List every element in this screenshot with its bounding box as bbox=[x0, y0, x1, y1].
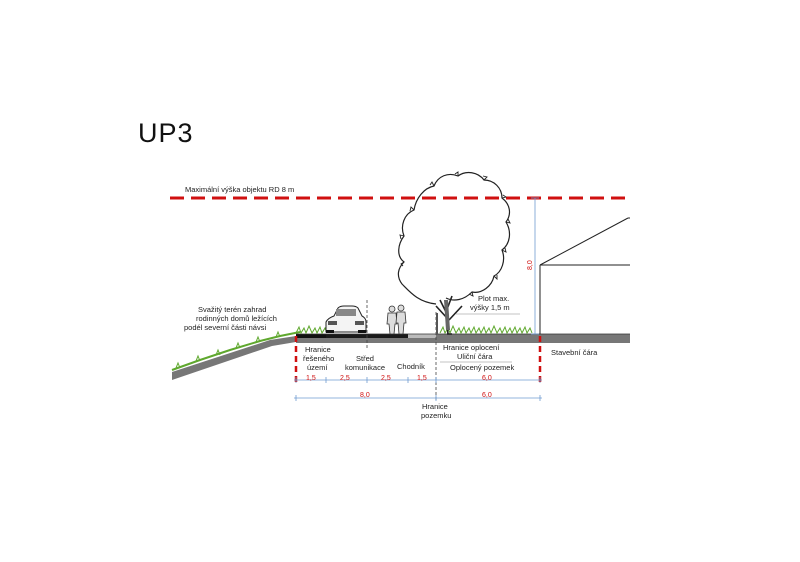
sidewalk-label: Chodník bbox=[397, 362, 425, 371]
svg-text:podél severní části návsi: podél severní části návsi bbox=[184, 323, 266, 332]
road-center-label: Střed komunikace bbox=[345, 354, 385, 372]
dim-6: 8,0 bbox=[360, 392, 370, 399]
tree-icon bbox=[397, 171, 511, 335]
fence-height-label: Plot max. výšky 1,5 m bbox=[456, 294, 520, 315]
terrain-label: Svažitý terén zahrad rodinných domů leží… bbox=[184, 305, 277, 332]
svg-text:Hranice: Hranice bbox=[305, 345, 331, 354]
dim-3: 2,5 bbox=[381, 375, 391, 382]
fenced-plot-label: Oplocený pozemek bbox=[450, 363, 514, 372]
page-title: UP3 bbox=[138, 118, 194, 148]
dim-2: 2,5 bbox=[340, 375, 350, 382]
max-height-label: Maximální výška objektu RD 8 m bbox=[185, 185, 294, 194]
svg-text:území: území bbox=[307, 363, 328, 372]
dim-7: 6,0 bbox=[482, 392, 492, 399]
dimension-row-2 bbox=[294, 395, 542, 401]
height-dimension: 8,0 bbox=[527, 197, 539, 335]
svg-text:komunikace: komunikace bbox=[345, 363, 385, 372]
svg-text:Střed: Střed bbox=[356, 354, 374, 363]
svg-text:pozemku: pozemku bbox=[421, 411, 451, 420]
fence bbox=[436, 313, 438, 334]
car-icon bbox=[325, 305, 367, 333]
dim-5: 6,0 bbox=[482, 375, 492, 382]
svg-text:Hranice oplocení: Hranice oplocení bbox=[443, 343, 500, 352]
fence-boundary-label: Hranice oplocení Uliční čára bbox=[440, 343, 512, 363]
dimension-row-1 bbox=[294, 377, 542, 383]
pedestrians-icon bbox=[386, 304, 407, 335]
sloped-terrain bbox=[171, 330, 301, 380]
svg-text:Hranice: Hranice bbox=[422, 402, 448, 411]
building-line-label: Stavební čára bbox=[551, 348, 598, 357]
dim-4: 1,5 bbox=[417, 375, 427, 382]
svg-text:výšky 1,5 m: výšky 1,5 m bbox=[470, 303, 510, 312]
plot-boundary-label: Hranice pozemku bbox=[421, 402, 451, 420]
house-icon bbox=[539, 217, 630, 334]
height-dimension-label: 8,0 bbox=[527, 260, 534, 270]
svg-text:Svažitý terén zahrad: Svažitý terén zahrad bbox=[198, 305, 266, 314]
dim-1: 1,5 bbox=[306, 375, 316, 382]
svg-text:rodinných domů ležících: rodinných domů ležících bbox=[196, 314, 277, 323]
svg-text:Plot max.: Plot max. bbox=[478, 294, 509, 303]
svg-text:Uliční čára: Uliční čára bbox=[457, 352, 493, 361]
boundary-area-label: Hranice řešeného území bbox=[303, 345, 334, 372]
svg-text:řešeného: řešeného bbox=[303, 354, 334, 363]
